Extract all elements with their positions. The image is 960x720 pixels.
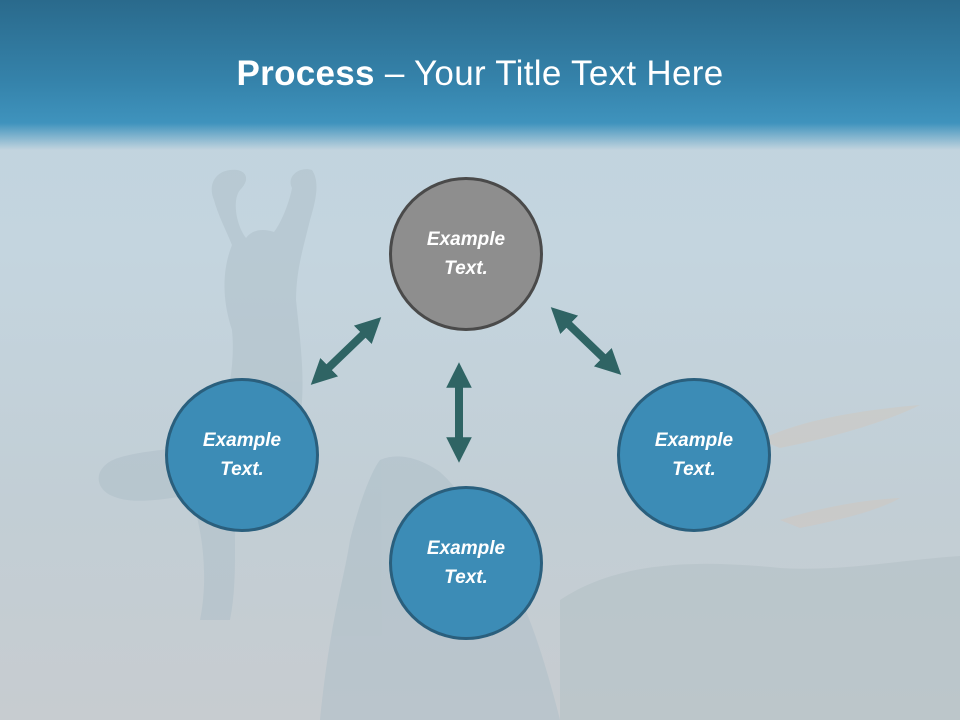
- node-right-label: Example Text.: [654, 430, 734, 480]
- slide-title: Process – Your Title Text Here: [0, 52, 960, 96]
- title-bold: Process: [236, 54, 375, 93]
- node-right[interactable]: Example Text.: [617, 378, 771, 532]
- node-left-label: Example Text.: [202, 430, 282, 480]
- node-bottom[interactable]: Example Text.: [389, 486, 543, 640]
- node-bottom-label: Example Text.: [426, 538, 506, 588]
- arrow-top-right: [550, 307, 622, 375]
- node-left[interactable]: Example Text.: [165, 378, 319, 532]
- title-rest: – Your Title Text Here: [374, 54, 724, 93]
- header-band: [0, 0, 960, 150]
- node-top-label: Example Text.: [426, 229, 506, 279]
- node-top[interactable]: Example Text.: [389, 177, 543, 331]
- arrow-top-left: [310, 317, 382, 385]
